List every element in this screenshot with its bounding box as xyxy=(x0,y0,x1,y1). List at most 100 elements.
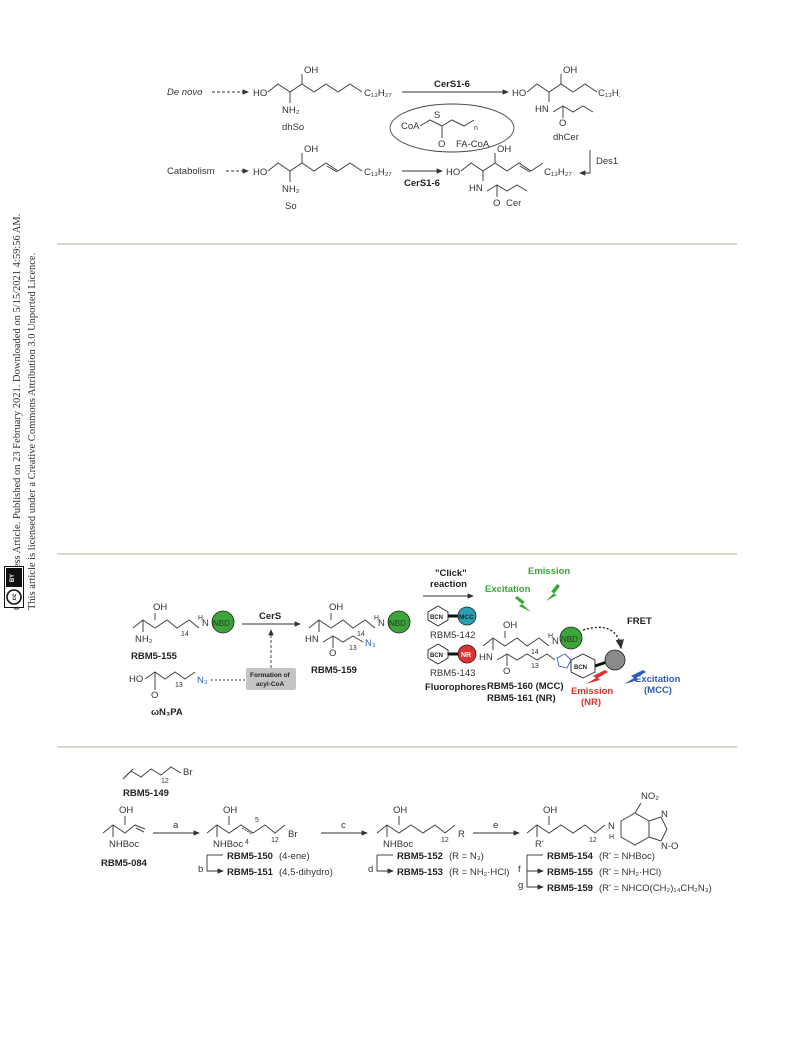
scheme-text: BCN xyxy=(430,653,443,659)
scheme-text: OH xyxy=(543,805,557,816)
scheme-text: e xyxy=(493,820,498,831)
scheme-text: OH xyxy=(304,144,318,155)
scheme-text: (R = NH₂·HCl) xyxy=(449,867,509,878)
cers-label: CerS xyxy=(259,611,281,622)
scheme-text: 4 xyxy=(245,839,249,846)
emission-bolt-icon xyxy=(546,584,560,601)
scheme-text: R xyxy=(458,829,465,840)
dhso-label: dhSo xyxy=(282,122,304,133)
scheme-text: acyl-CoA xyxy=(256,681,284,688)
ceramide-biosynthesis-scheme: De novo HO OH NH₂ C₁₃H₂₇ dhSo CerS1-6 HO… xyxy=(167,65,620,212)
rbm5-159-label: RBM5-159 xyxy=(311,665,357,676)
rbm5-153-label: RBM5-153 xyxy=(397,867,443,878)
rbm5-143-probe: BCN NR RBM5-143 Fluorophores xyxy=(425,643,486,693)
scheme-text: OH xyxy=(329,602,343,613)
scheme-text: OH xyxy=(304,65,318,76)
scheme-text: HO xyxy=(129,674,143,685)
scheme-text: N₃ xyxy=(197,675,208,686)
scheme-text: MCC xyxy=(459,614,474,621)
scheme-text: N xyxy=(552,636,559,647)
scheme-text: (4,5-dihydro) xyxy=(279,867,333,878)
scheme-text: OH xyxy=(503,620,517,631)
scheme-text: O xyxy=(329,648,336,659)
des1-label: Des1 xyxy=(596,156,618,167)
cers-top-label: CerS1-6 xyxy=(434,79,470,90)
rbm5-149-structure: 12 Br RBM5-149 xyxy=(122,766,193,799)
step-b-arrow xyxy=(206,855,224,874)
scheme-text: 13 xyxy=(531,663,539,670)
scheme-text: cc xyxy=(12,593,18,600)
step-d-arrow xyxy=(376,855,394,874)
scheme-text: NH₂ xyxy=(282,105,300,116)
omega-n3pa-structure: HO O 13 N₃ ωN₃PA xyxy=(129,671,245,718)
scheme-text: NBD xyxy=(389,619,406,628)
scheme-text: OH xyxy=(119,805,133,816)
fa-coa-label: FA-CoA xyxy=(456,139,490,150)
scheme-text: O xyxy=(438,139,445,150)
scheme-text: (R' = NHCO(CH₂)₁₄CH₂N₃) xyxy=(599,883,712,894)
rbm5-151-label: RBM5-151 xyxy=(227,867,274,878)
step-f-arrow xyxy=(526,855,544,874)
rbm5-160-label: RBM5-160 (MCC) xyxy=(487,681,564,692)
scheme-text: BCN xyxy=(574,665,587,671)
rbm5-155-label: RBM5-155 xyxy=(547,867,594,878)
scheme-text: N-O xyxy=(661,841,678,852)
step-g-arrow xyxy=(526,871,544,890)
fluorophore-gray-icon xyxy=(604,649,626,671)
scheme-text: 12 xyxy=(441,837,449,844)
scheme-text: (MCC) xyxy=(644,685,672,696)
scheme-text: 14 xyxy=(531,649,539,656)
section-divider xyxy=(57,243,737,245)
rbm5-142-probe: BCN MCC RBM5-142 xyxy=(427,605,477,641)
des1-arrow xyxy=(579,150,591,176)
scheme-text: (NR) xyxy=(581,697,601,708)
formation-box xyxy=(246,668,296,690)
scheme-text: 12 xyxy=(589,837,597,844)
scheme-text: O xyxy=(559,118,566,129)
dhcer-structure: HO OH C₁₃H₂₇ HN O dhCer xyxy=(512,65,620,143)
rbm5-150-label: RBM5-150 xyxy=(227,851,273,862)
scheme-text: NR xyxy=(461,652,471,659)
scheme-text: (R' = NH₂·HCl) xyxy=(599,867,661,878)
excitation-mcc-bolt-icon xyxy=(624,670,646,684)
fret-probe-scheme: OH NH₂ 14 N H NBD RBM5-155 HO O 13 N₃ ωN… xyxy=(129,566,681,718)
scheme-text: Excitation xyxy=(635,674,681,685)
scheme-text: n xyxy=(474,125,478,132)
cers-bottom-label: CerS1-6 xyxy=(404,178,440,189)
scheme-text: 5 xyxy=(255,817,259,824)
scheme-text: N xyxy=(202,618,209,629)
scheme-text: OH xyxy=(563,65,577,76)
scheme-text: a xyxy=(173,820,179,831)
scheme-text: 12 xyxy=(271,837,279,844)
scheme-text: NH₂ xyxy=(282,184,300,195)
rbm5-159-label: RBM5-159 xyxy=(547,883,593,894)
so-label: So xyxy=(285,201,297,212)
nr-icon xyxy=(457,644,477,664)
scheme-text: (4-ene) xyxy=(279,851,310,862)
fa-coa-ellipse xyxy=(389,103,515,153)
rbm5-152-structure: OH NHBoc 12 R xyxy=(376,805,465,850)
scheme-text: NBD xyxy=(213,619,230,628)
scheme-text: 13 xyxy=(349,645,357,652)
rbm5-155-structure: OH NH₂ 14 N H NBD RBM5-155 xyxy=(131,602,235,662)
scheme-text: Emission xyxy=(528,566,570,577)
scheme-text: C₁₃H₂₇ xyxy=(364,88,392,99)
emission-nr-bolt-icon xyxy=(586,670,608,684)
scheme-text: R' xyxy=(535,839,544,850)
scheme-text: H xyxy=(374,615,379,622)
scheme-text: N xyxy=(608,821,615,832)
scheme-text: BCN xyxy=(430,615,443,621)
scheme-text: 12 xyxy=(161,778,169,785)
click-label: "Click" xyxy=(435,568,467,579)
license-sidebar: Open Access Article. Published on 23 Feb… xyxy=(6,195,46,615)
scheme-text: NH₂ xyxy=(135,634,153,645)
dhso-structure: HO OH NH₂ C₁₃H₂₇ dhSo xyxy=(253,65,392,133)
fluorophores-label: Fluorophores xyxy=(425,682,486,693)
rbm5-084-label: RBM5-084 xyxy=(101,858,148,869)
mcc-icon xyxy=(457,606,477,626)
scheme-text: Br xyxy=(288,829,298,840)
scheme-text: NHBoc xyxy=(109,839,139,850)
nbd-icon xyxy=(211,610,235,634)
section-divider xyxy=(57,553,737,555)
cc-by-badge-icon[interactable]: BY cc xyxy=(4,566,24,608)
